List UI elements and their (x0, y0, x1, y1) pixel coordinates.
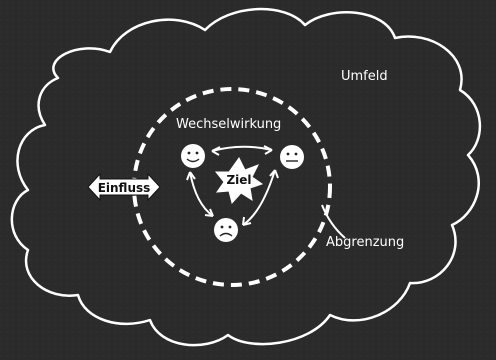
face-right-icon (280, 145, 304, 169)
boundary-pointer-line (321, 204, 346, 239)
goal-star (214, 157, 264, 205)
influence-double-arrow (87, 172, 161, 202)
interaction-label: Wechselwirkung (176, 117, 281, 132)
environment-cloud (10, 7, 481, 347)
environment-label: Umfeld (341, 69, 388, 84)
boundary-label: Abgrenzung (326, 235, 404, 250)
interaction-arrows (186, 145, 279, 226)
influence-label: Einfluss (98, 181, 151, 195)
goal-label: Ziel (226, 173, 251, 187)
face-bottom-icon (214, 218, 238, 242)
face-left-icon (181, 144, 205, 168)
